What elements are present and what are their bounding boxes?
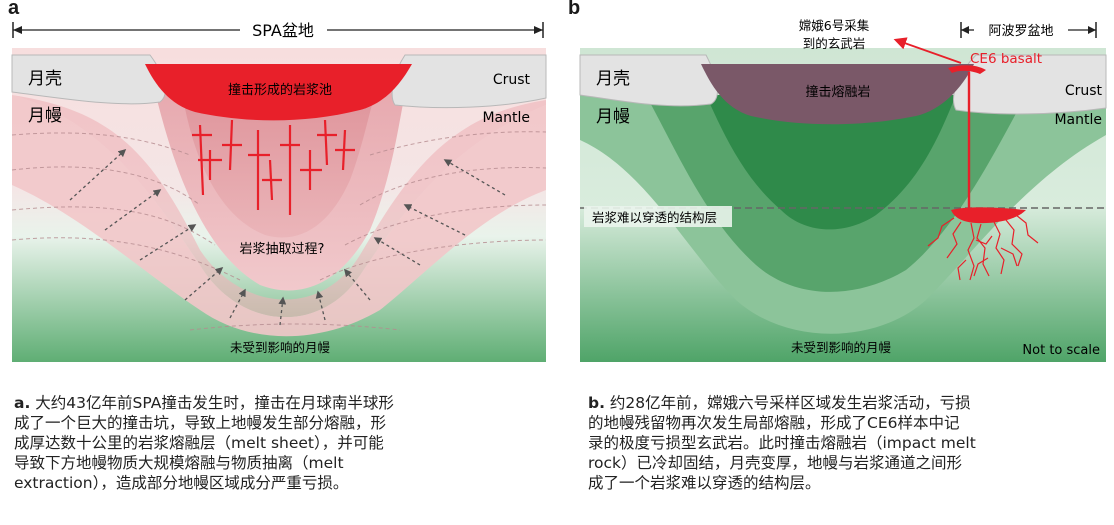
caption-b-line: 的地幔残留物再次发生局部熔融，形成了CE6样本中记 [588, 414, 960, 432]
unaffected-mantle-label: 未受到影响的月幔 [230, 340, 331, 355]
mantle-zone-inner [706, 95, 956, 230]
not-to-scale-label: Not to scale [1022, 343, 1100, 358]
ce6-basalt-label: CE6 basalt [970, 51, 1042, 67]
impact-melt-label: 撞击熔融岩 [805, 85, 870, 100]
panel-a-letter: a [8, 0, 20, 19]
spa-span-arrow [12, 22, 544, 38]
layer-dashed-lines [11, 131, 547, 331]
melt-veins [927, 214, 1039, 281]
mantle-en-label: Mantle [482, 110, 530, 126]
caption-a-line: 大约43亿年前SPA撞击发生时，撞击在月球南半球形 [35, 394, 394, 412]
caption-a-line: 成了一个巨大的撞击坑，导致上地幔发生部分熔融，形 [14, 414, 387, 432]
melting-zone [12, 95, 546, 337]
panel-b-diagram: 嫦娥6号采集 到的玄武岩 阿波罗盆地 CE6 basalt 月壳 月幔 Crus… [579, 18, 1107, 362]
melt-dikes [192, 119, 355, 215]
spa-basin-label: SPA盆地 [252, 21, 314, 40]
crust-cn-label: 月壳 [28, 69, 62, 89]
apollo-span-arrow [960, 22, 1097, 38]
barrier-layer-label: 岩浆难以穿透的结构层 [592, 210, 717, 225]
inner-melt-zone [180, 80, 380, 238]
impact-melt-rock [701, 64, 974, 125]
mantle-cn-label: 月幔 [28, 106, 62, 126]
caption-b-line: 约28亿年前，嫦娥六号采样区域发生岩浆活动，亏损 [609, 394, 971, 412]
caption-b: b. 约28亿年前，嫦娥六号采样区域发生岩浆活动，亏损 的地幔残留物再次发生局部… [588, 393, 1108, 493]
extraction-label: 岩浆抽取过程? [240, 242, 325, 257]
ce6-pointer-arrow [893, 37, 962, 64]
crust-cn-label: 月壳 [596, 69, 630, 89]
caption-b-line: 成了一个岩浆难以穿透的结构层。 [588, 474, 821, 492]
caption-b-line: 录的极度亏损型玄武岩。此时撞击熔融岩（impact melt [588, 434, 976, 452]
panel-a-diagram: SPA盆地 [11, 21, 547, 362]
mantle-cn-label: 月幔 [596, 107, 630, 127]
caption-a: a. 大约43亿年前SPA撞击发生时，撞击在月球南半球形 成了一个巨大的撞击坑，… [14, 393, 544, 493]
apollo-basin-label: 阿波罗盆地 [988, 24, 1053, 39]
caption-a-line: 成厚达数十公里的岩浆熔融层（melt sheet），并可能 [14, 434, 384, 452]
caption-b-line: rock）已冷却固结，月壳变厚，地幔与岩浆通道之间形 [588, 454, 963, 472]
caption-a-line: extraction），造成部分地幔区域成分严重亏损。 [14, 474, 349, 492]
panel-b-letter: b [568, 0, 581, 19]
extraction-arrows [69, 148, 506, 326]
ce6-basalt-conduit [948, 65, 1026, 224]
mantle-en-label: Mantle [1054, 112, 1102, 128]
caption-a-letter: a. [14, 394, 31, 412]
caption-a-line: 导致下方地幔物质大规模熔融与物质抽离（melt [14, 454, 344, 472]
melt-pool-label: 撞击形成的岩浆池 [228, 82, 332, 98]
crust-en-label: Crust [1065, 83, 1103, 99]
melt-pool [145, 64, 412, 121]
unaffected-mantle-label: 未受到影响的月幔 [791, 340, 892, 355]
ce6-cn-label-line1: 嫦娥6号采集 [799, 18, 870, 33]
caption-b-letter: b. [588, 394, 605, 412]
crust-en-label: Crust [493, 72, 531, 88]
ce6-cn-label-line2: 到的玄武岩 [803, 36, 866, 51]
